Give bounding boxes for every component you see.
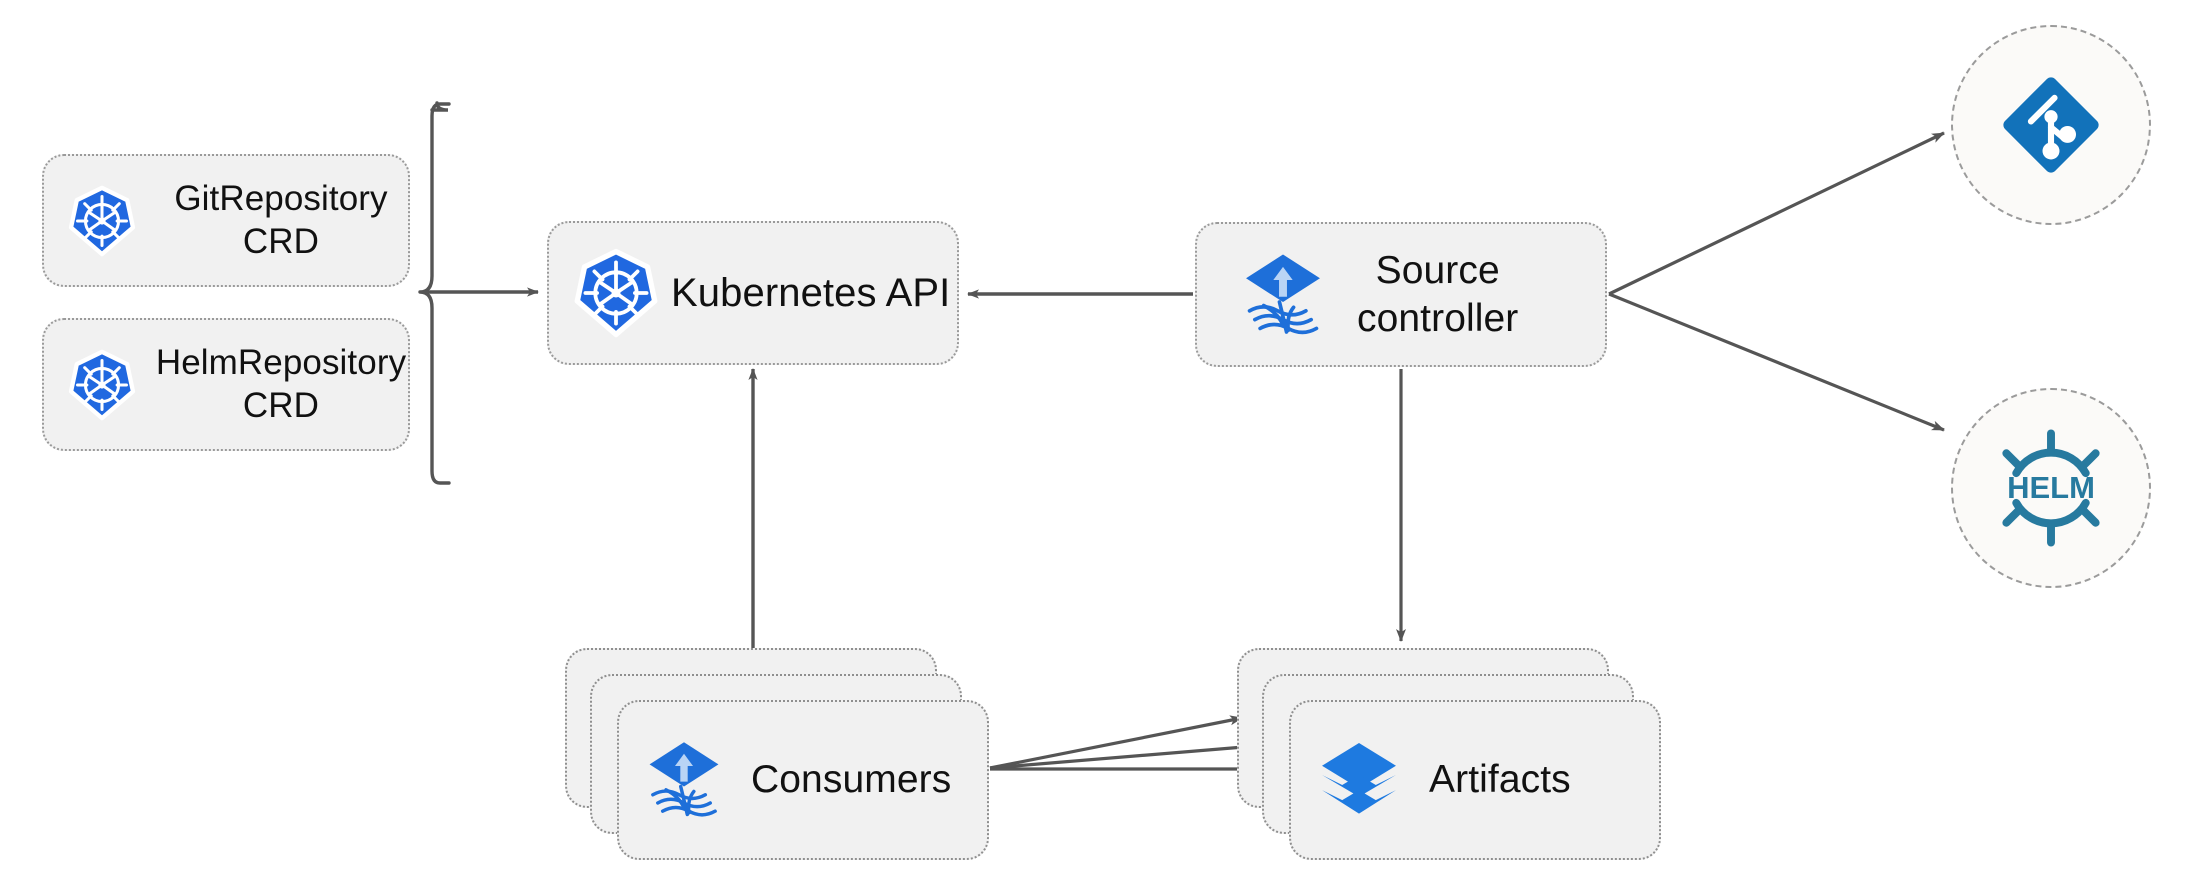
node-kubernetes-api[interactable]: Kubernetes API — [547, 221, 959, 365]
node-gitrepository-crd[interactable]: GitRepository CRD — [42, 154, 410, 287]
node-label: HelmRepository CRD — [155, 342, 407, 425]
stack-sheet-front[interactable]: Artifacts — [1289, 700, 1661, 860]
node-label: GitRepository CRD — [174, 178, 388, 261]
arrow-consumers-to-artifacts-1 — [989, 715, 1243, 770]
git-icon — [1992, 66, 2110, 184]
kubernetes-icon — [66, 185, 138, 257]
node-consumers[interactable]: Consumers — [565, 648, 989, 860]
node-source-controller[interactable]: Source controller — [1195, 222, 1607, 367]
arrow-source-to-git — [1608, 131, 1945, 296]
node-git-repository-external[interactable] — [1951, 25, 2151, 225]
kubernetes-icon — [571, 248, 661, 338]
node-helm-repository-external[interactable]: HELM — [1951, 388, 2151, 588]
layers-icon — [1317, 738, 1401, 822]
flux-icon — [1239, 251, 1327, 339]
kubernetes-icon — [66, 349, 138, 421]
node-artifacts[interactable]: Artifacts — [1237, 648, 1661, 860]
node-label: Source controller — [1357, 248, 1519, 340]
stack-sheet-front[interactable]: Consumers — [617, 700, 989, 860]
helm-wordmark: HELM — [2007, 470, 2095, 505]
node-label: Artifacts — [1429, 758, 1571, 802]
arrow-consumers-to-artifacts-2 — [989, 741, 1269, 770]
helm-icon: HELM — [1989, 426, 2113, 550]
arrow-source-to-helm — [1608, 292, 1945, 432]
flux-icon — [643, 739, 725, 821]
node-label: Consumers — [751, 758, 952, 802]
crd-group-brace — [418, 101, 451, 485]
node-label: Kubernetes API — [671, 270, 951, 315]
node-helmrepository-crd[interactable]: HelmRepository CRD — [42, 318, 410, 451]
